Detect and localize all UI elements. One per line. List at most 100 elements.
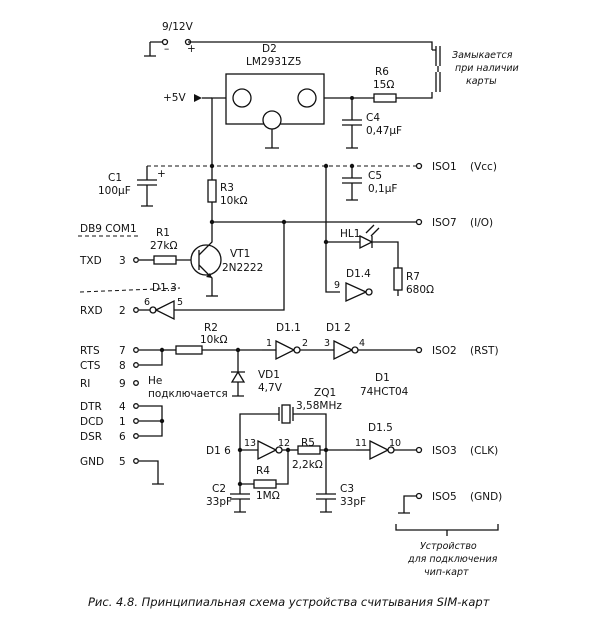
d1-6-pin-out: 12 [278, 438, 290, 449]
inverter-d1-5: D1.5 11 10 [355, 422, 416, 461]
device-brace [395, 524, 499, 536]
gnd-wire [139, 460, 164, 485]
power-plus: + [187, 43, 196, 55]
device-bracket: Устройство для подключения чип-карт [395, 524, 499, 578]
zq1-ref: ZQ1 [314, 387, 336, 399]
pin-name-dcd: DCD [80, 416, 104, 428]
regulator-pin-in [297, 88, 317, 108]
vt1-ref: VT1 [230, 248, 250, 260]
chip-part: 74HCT04 [360, 386, 409, 398]
c1-symbol [137, 166, 157, 207]
r6-ref: R6 [375, 66, 389, 78]
iso5-ground-wire [398, 495, 416, 514]
pin-num-rts: 7 [119, 345, 126, 357]
vd1-ref: VD1 [258, 369, 280, 381]
regulator-pin-out [232, 88, 252, 108]
db9-connector: DB9 COM1 TXD 3 RXD 2 RTS 7 CTS 8 RI 9 Не… [78, 223, 228, 468]
iso3-signal: (CLK) [470, 445, 498, 457]
pin-num-dtr: 4 [119, 401, 126, 413]
inverter-chip-label: D1 74HCT04 [360, 372, 409, 398]
r2-ref: R2 [204, 322, 218, 334]
c2-ref: C2 [212, 483, 226, 495]
d1-6-ref: D1 6 [206, 445, 231, 457]
c3-value: 33pF [340, 496, 366, 508]
figure-caption: Рис. 4.8. Принципиальная схема устройств… [88, 595, 490, 609]
connector-wiring [139, 347, 176, 485]
c5-symbol [342, 166, 362, 201]
device-note-line-2: для подключения [407, 554, 498, 565]
power-label: 9/12V [162, 21, 194, 33]
capacitor-c5: C5 0,1μF [342, 166, 397, 201]
r7-ref: R7 [406, 271, 420, 283]
r4-ref: R4 [256, 465, 270, 477]
dtr-dcd-dsr-link [139, 405, 163, 437]
iso5-terminal [415, 492, 423, 500]
vt1-body [190, 244, 222, 276]
card-switch: Замыкается при наличии карты [400, 46, 519, 99]
zener-vd1: VD1 4,7V [230, 350, 283, 397]
pin-name-ri: RI [80, 378, 90, 390]
d1-3-pin-out: 6 [144, 297, 150, 308]
vd1-body [230, 370, 246, 383]
r4-body [253, 479, 277, 489]
r6-body [373, 93, 397, 103]
d1-2-pin-out: 4 [359, 338, 365, 349]
c1-polarity: + [157, 168, 166, 180]
iso7-name: ISO7 [432, 217, 457, 229]
d1-4-in-wire [325, 242, 340, 293]
inverter-d1-3: D1.3 6 5 [79, 222, 285, 321]
d1-3-ref: D1.3 [152, 282, 177, 294]
pin-name-cts: CTS [80, 360, 101, 372]
pin-num-gnd: 5 [119, 456, 126, 468]
power-minus: – [164, 43, 169, 55]
regulator-ref: D2 [262, 43, 277, 55]
led-ref: HL1 [340, 228, 360, 240]
pin-name-dsr: DSR [80, 431, 102, 443]
nc-note-line-2: подключается [148, 388, 228, 400]
iso5-name: ISO5 [432, 491, 457, 503]
r5-body [297, 445, 321, 455]
oscillator: ZQ1 3,58MHz D1 6 13 12 R5 2,2kΩ R4 1MΩ C… [206, 387, 366, 513]
pin-name-gnd: GND [80, 456, 104, 468]
resistor-r3: R3 10kΩ [207, 166, 247, 240]
c3-symbol [316, 450, 336, 513]
iso1-name: ISO1 [432, 161, 457, 173]
d1-2-pin-in: 3 [324, 338, 330, 349]
dcd-node [159, 418, 165, 424]
led-light-rays [365, 224, 380, 237]
d1-3-leader [79, 287, 181, 293]
device-note-line-3: чип-карт [424, 567, 469, 578]
iso2-signal: (RST) [470, 345, 499, 357]
power-plus-wire [188, 41, 433, 50]
resistor-r1: R1 27kΩ [139, 227, 198, 265]
pin-name-rxd: RXD [80, 305, 103, 317]
led-circuit: HL1 R7 680Ω D1.4 9 [323, 166, 434, 303]
terminal-ri [133, 380, 139, 386]
r2-value: 10kΩ [200, 334, 227, 346]
vt1-part: 2N2222 [222, 262, 263, 274]
r5-value: 2,2kΩ [292, 459, 323, 471]
c5-ref: C5 [368, 170, 382, 182]
iso1-signal: (Vcc) [470, 161, 497, 173]
vcc-rail [147, 163, 416, 169]
r1-ref: R1 [156, 227, 170, 239]
d1-5-ref: D1.5 [368, 422, 393, 434]
rst-path: R2 10kΩ D1.1 1 2 D1 2 3 4 [175, 322, 416, 361]
d1-4-pin-in: 9 [334, 280, 340, 291]
connector-title: DB9 COM1 [80, 223, 137, 235]
regulator-d2: D2 LM2931Z5 [211, 43, 374, 166]
terminal-dsr [133, 433, 139, 439]
terminal-dcd [133, 418, 139, 424]
power-minus-wire [144, 41, 165, 57]
iso3-name: ISO3 [432, 445, 457, 457]
terminal-gnd [133, 458, 139, 464]
vd1-leads [231, 371, 245, 397]
d1-3-body [154, 299, 175, 321]
d1-2-body [333, 339, 354, 361]
io-node-r3 [209, 219, 215, 225]
d1-6-body [257, 439, 278, 461]
pin-name-dtr: DTR [80, 401, 102, 413]
r1-value: 27kΩ [150, 240, 177, 252]
led-body [359, 234, 374, 250]
r3-value: 10kΩ [220, 195, 247, 207]
